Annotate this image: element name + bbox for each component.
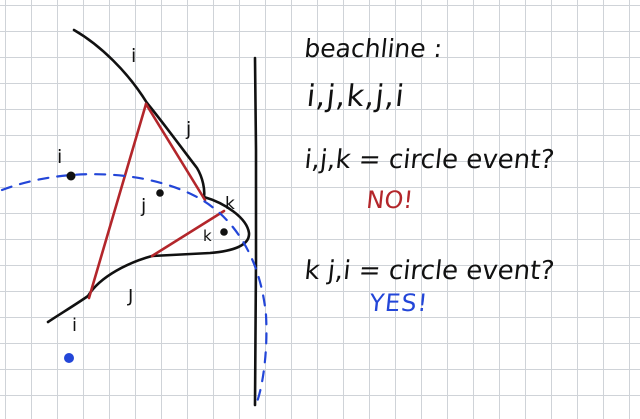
site-j — [156, 189, 164, 197]
arc-upper-j — [145, 101, 206, 199]
label-arc-k: k — [225, 194, 235, 214]
arc-top-i — [72, 28, 149, 105]
circle-event-question-2: k j,i = circle event? — [303, 256, 556, 286]
beachline-sequence: i,j,k,j,i — [305, 79, 407, 114]
voronoi-edge-right — [150, 209, 226, 258]
beachline-title: beachline : — [303, 34, 444, 63]
site-k — [220, 228, 228, 236]
label-arc-lower-j: J — [127, 286, 133, 307]
label-arc-top-i: i — [131, 45, 136, 67]
label-site-j: j — [140, 195, 146, 217]
circle-event-dashed — [0, 173, 268, 404]
label-site-i-upper: i — [57, 146, 62, 168]
circle-event-question-1: i,j,k = circle event? — [303, 145, 556, 175]
answer-yes: YES! — [368, 289, 430, 317]
label-site-k: k — [203, 227, 212, 245]
arc-bottom-i — [46, 294, 90, 324]
voronoi-edge-left — [87, 102, 148, 300]
voronoi-edge-upper — [144, 102, 207, 202]
sweep-line — [253, 56, 258, 407]
site-i-upper — [66, 171, 76, 181]
arc-lower-j — [86, 254, 154, 298]
answer-no: NO! — [365, 186, 415, 214]
site-i-lower — [64, 353, 74, 363]
arc-k — [150, 195, 251, 258]
label-arc-upper-j: j — [185, 118, 191, 140]
label-site-i-lower: i — [72, 315, 77, 336]
